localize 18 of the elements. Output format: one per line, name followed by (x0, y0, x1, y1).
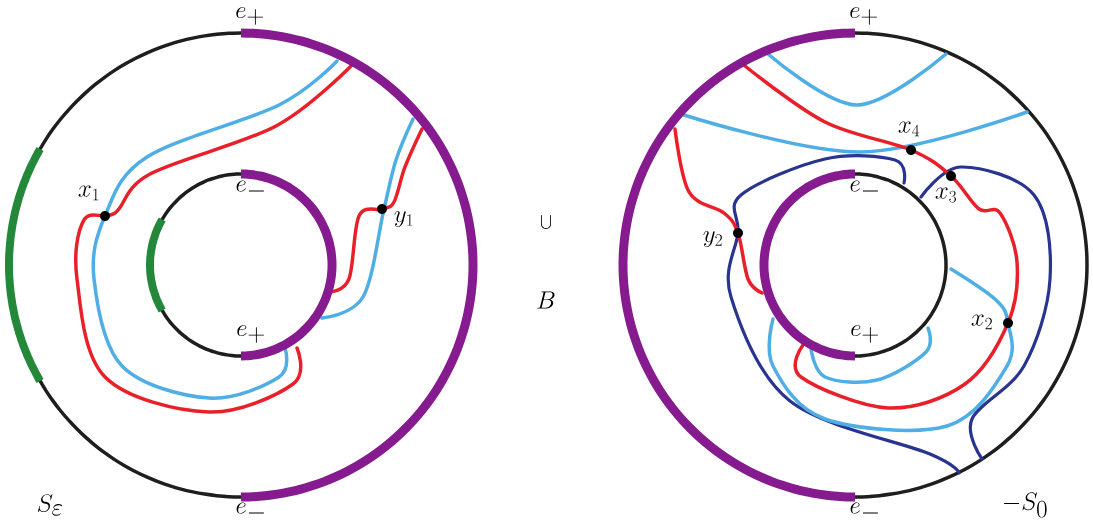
point-label: $y_1$ (394, 211, 413, 227)
end-label: $e_+$ (236, 6, 264, 25)
surface-label: $-S_0$ (1004, 492, 1047, 518)
end-label: $e_-$ (236, 180, 264, 192)
surface-label: $S_\varepsilon$ (37, 494, 62, 516)
end-label: $e_+$ (850, 6, 878, 25)
point-label: $x_2$ (971, 314, 992, 330)
end-label: $e_+$ (237, 324, 265, 343)
space-label: $B$ (537, 291, 555, 309)
union-symbol: $\bigcup$ (541, 215, 551, 229)
end-label: $e_+$ (851, 324, 879, 343)
point-label: $y_2$ (703, 231, 722, 247)
point-label: $x_4$ (898, 121, 920, 137)
end-label: $e_-$ (850, 180, 878, 192)
end-label: $e_-$ (850, 502, 878, 514)
point-label: $x_1$ (78, 185, 99, 201)
point-label: $x_3$ (935, 187, 956, 203)
end-label: $e_-$ (236, 502, 264, 514)
